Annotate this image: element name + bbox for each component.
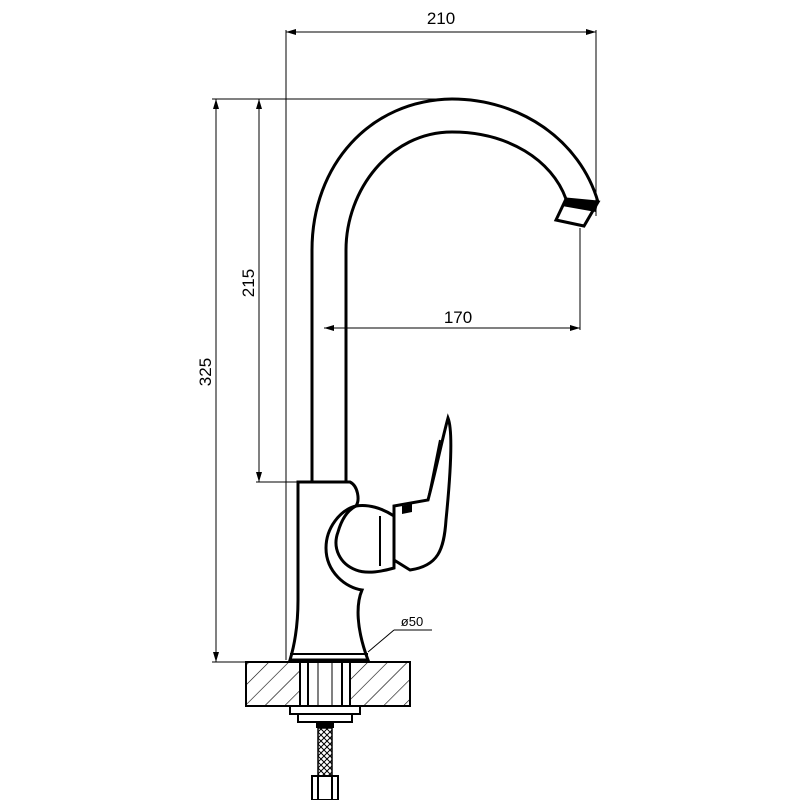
dimension-spout-reach: 170 (324, 228, 581, 331)
dimension-label-total-height: 325 (196, 358, 215, 386)
dimension-label-base-diameter: ø50 (401, 614, 423, 629)
countertop-section (245, 661, 411, 707)
mounting-hardware (289, 705, 361, 800)
dimension-label-spout-reach: 170 (444, 308, 472, 327)
dimension-spout-height: 215 (239, 98, 444, 483)
dimension-total-width: 210 (285, 9, 597, 660)
dimension-label-width: 210 (427, 9, 455, 28)
dimension-base-diameter: ø50 (367, 614, 432, 653)
dimension-label-spout-height: 215 (239, 269, 258, 297)
dimension-total-height: 325 (196, 98, 290, 663)
faucet-spout (310, 97, 601, 482)
lever-handle (392, 413, 453, 572)
faucet-body (287, 480, 396, 662)
